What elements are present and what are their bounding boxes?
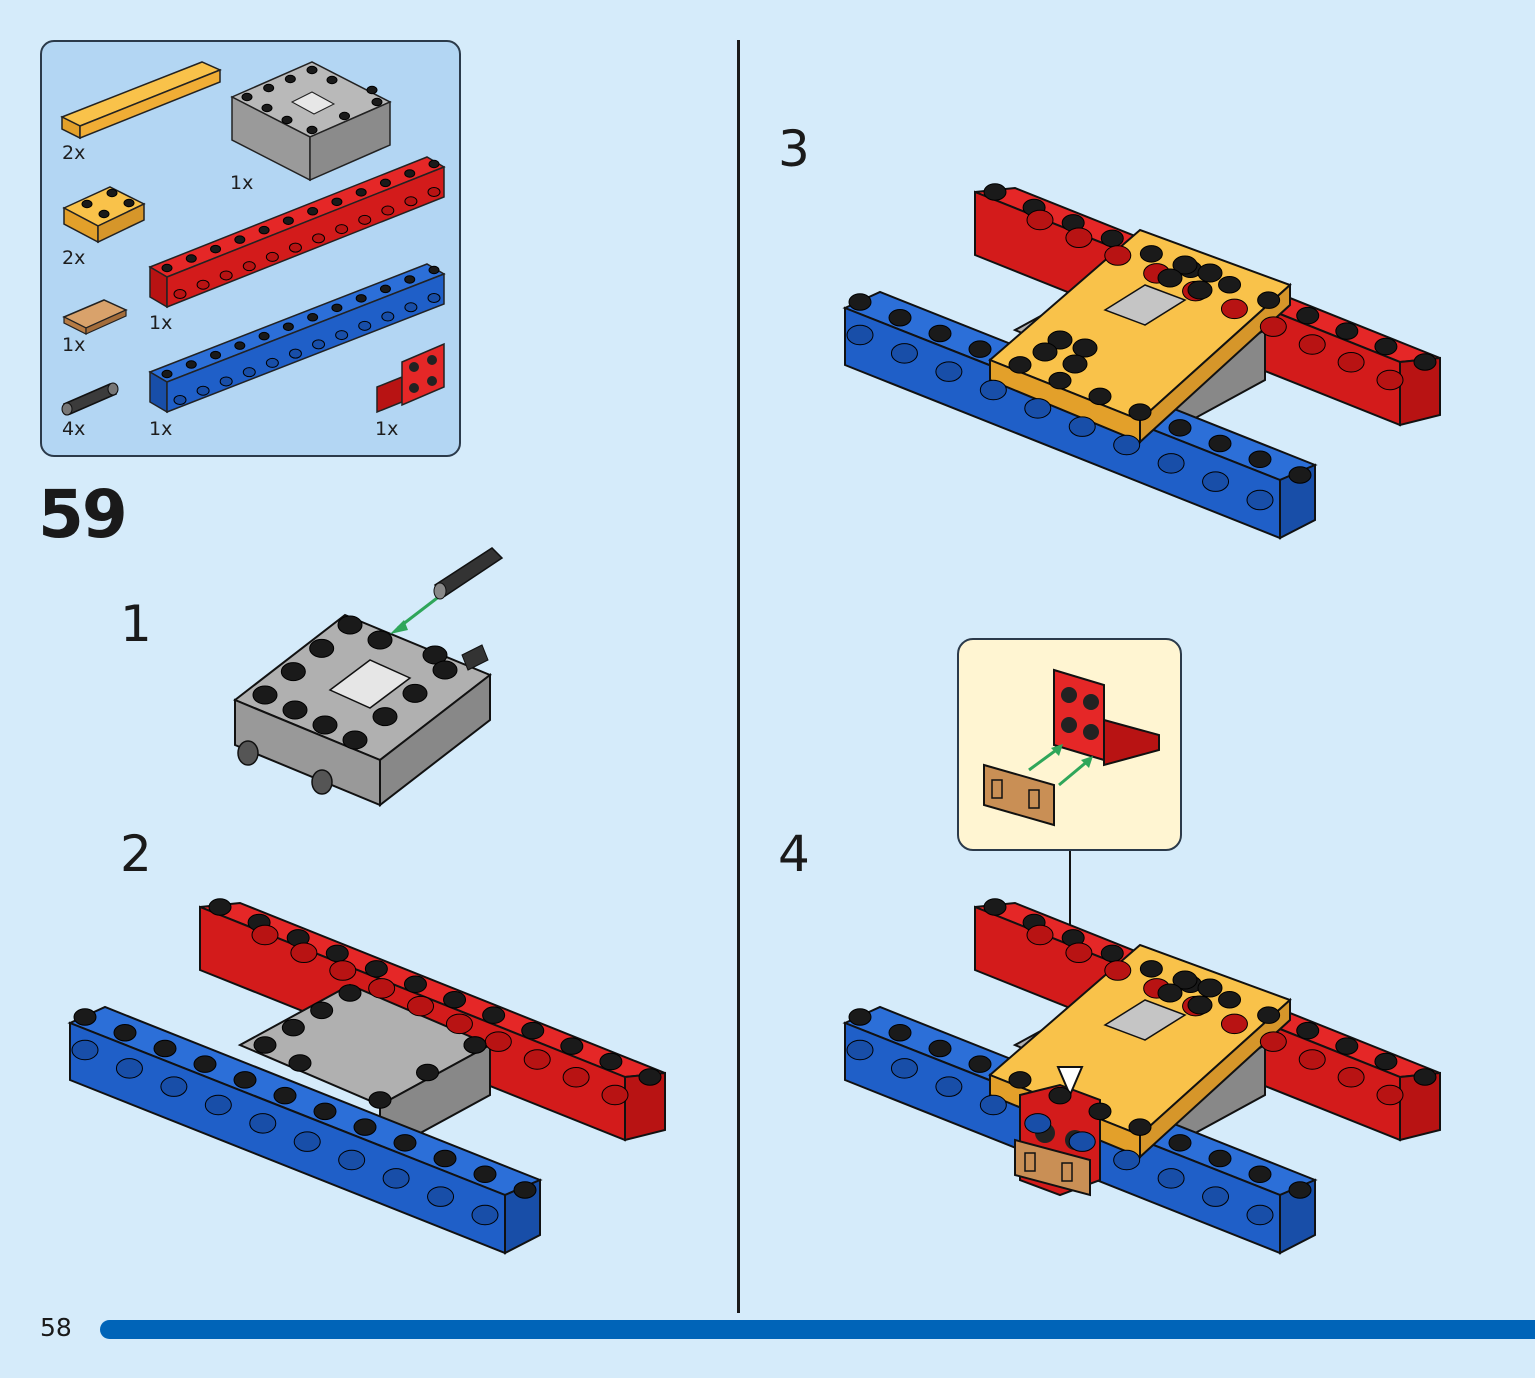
substep-3-illustration (842, 183, 1441, 540)
red-beam-part (148, 156, 446, 309)
substep-4-callout (957, 638, 1182, 851)
progress-bar (100, 1320, 1535, 1339)
substep-4-illustration (842, 898, 1441, 1255)
substep-3-label: 3 (778, 120, 810, 178)
substep-2-label: 2 (120, 825, 152, 883)
page-number: 58 (40, 1313, 72, 1342)
callout-illustration (983, 668, 1160, 827)
qty-gray-frame: 1x (230, 172, 254, 194)
qty-blue-beam: 1x (149, 418, 173, 440)
qty-yellow-tile: 2x (62, 142, 86, 164)
tan-tile-attached (1014, 1138, 1091, 1197)
qty-tan-tile: 1x (62, 334, 86, 356)
red-bracket-part (376, 342, 445, 414)
step-number: 59 (38, 476, 128, 553)
yellow-plate-part (62, 186, 146, 244)
substep-2-illustration (67, 898, 666, 1255)
qty-yellow-plate: 2x (62, 247, 86, 269)
parts-list-box: 2x 1x 2x 1x 1x 4x 1x 1x (40, 40, 461, 457)
qty-black-pin: 4x (62, 418, 86, 440)
gray-frame-part (230, 61, 392, 182)
black-pin-part (61, 382, 119, 416)
qty-red-bracket: 1x (375, 418, 399, 440)
blue-beam-part (148, 263, 446, 414)
column-divider (737, 40, 740, 1313)
substep-1-illustration (233, 547, 504, 808)
qty-red-beam: 1x (149, 312, 173, 334)
substep-4-label: 4 (778, 825, 810, 883)
down-arrow-icon (1056, 1066, 1084, 1098)
substep-1-label: 1 (120, 595, 152, 653)
yellow-tile-part (60, 61, 222, 140)
parts-illustration (60, 61, 446, 416)
tan-tile-part (62, 299, 128, 335)
